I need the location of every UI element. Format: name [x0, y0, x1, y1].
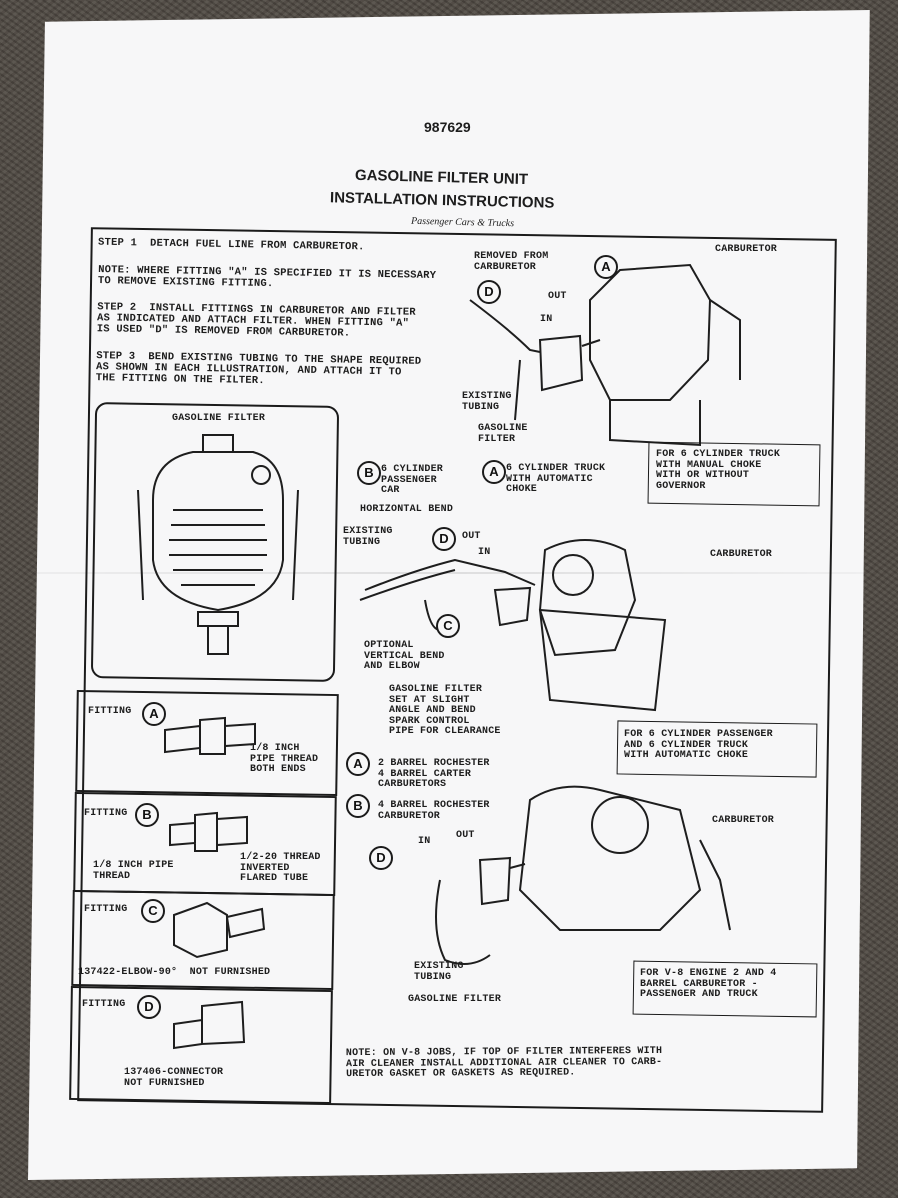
- fitting-a-icon: [164, 716, 256, 755]
- instruction-sheet: [28, 10, 870, 1180]
- fitting-d-icon: [173, 1000, 246, 1050]
- diagram3-circle-b: B: [346, 794, 370, 818]
- fitting-b-desc-right: 1/2-20 THREAD INVERTED FLARED TUBE: [240, 852, 321, 884]
- diagram2-b-label: 6 CYLINDER PASSENGER CAR: [381, 464, 444, 496]
- step-2: STEP 2 INSTALL FITTINGS IN CARBURETOR AN…: [96, 301, 416, 340]
- diagram3-b-label: 4 BARREL ROCHESTER CARBURETOR: [378, 800, 490, 822]
- diagram1-in-label: IN: [540, 314, 553, 325]
- fitting-c-desc: 137422-ELBOW-90° NOT FURNISHED: [78, 967, 271, 978]
- bottom-note: NOTE: ON V-8 JOBS, IF TOP OF FILTER INTE…: [345, 1045, 663, 1081]
- diagram2-carburetor-label: CARBURETOR: [710, 549, 773, 560]
- fitting-b-icon: [169, 811, 248, 852]
- step-3: STEP 3 BEND EXISTING TUBING TO THE SHAPE…: [95, 350, 422, 388]
- carburetor-diagram-2: [359, 539, 667, 712]
- diagram3-carburetor-label: CARBURETOR: [712, 815, 775, 826]
- diagram1-out-label: OUT: [548, 291, 567, 302]
- diagram1-circle-d: D: [477, 280, 501, 304]
- diagram1-circle-a: A: [594, 255, 618, 279]
- carburetor-diagram-1: [469, 263, 741, 447]
- diagram3-a-label: 2 BARREL ROCHESTER 4 BARREL CARTER CARBU…: [378, 758, 490, 790]
- fitting-b-circle: B: [135, 803, 159, 827]
- diagram2-circle-c: C: [436, 614, 460, 638]
- diagram3-in-label: IN: [418, 836, 431, 847]
- diagram2-circle-a: A: [482, 460, 506, 484]
- diagram2-existing-tubing: EXISTING TUBING: [343, 526, 393, 548]
- diagram3-existing-tubing: EXISTING TUBING: [414, 961, 464, 983]
- diagram3-circle-d: D: [369, 846, 393, 870]
- diagram2-optional-label: OPTIONAL VERTICAL BEND AND ELBOW: [364, 640, 445, 672]
- carburetor-diagram-3: [435, 785, 731, 965]
- fitting-d-label: FITTING: [82, 999, 126, 1010]
- diagram1-carburetor-label: CARBURETOR: [715, 244, 778, 255]
- diagram2-circle-b: B: [357, 461, 381, 485]
- fitting-d-desc: 137406-CONNECTOR NOT FURNISHED: [124, 1067, 224, 1089]
- diagram3-circle-a: A: [346, 752, 370, 776]
- fitting-d-circle: D: [137, 995, 161, 1019]
- diagram3-out-label: OUT: [456, 830, 475, 841]
- diagram2-caption: FOR 6 CYLINDER PASSENGER AND 6 CYLINDER …: [624, 729, 773, 761]
- fitting-a-desc: 1/8 INCH PIPE THREAD BOTH ENDS: [250, 743, 319, 775]
- fitting-c-circle: C: [141, 899, 165, 923]
- doc-number: 987629: [424, 119, 471, 135]
- diagram2-circle-d: D: [432, 527, 456, 551]
- diagram2-out-label: OUT: [462, 531, 481, 542]
- diagram2-filter-note: GASOLINE FILTER SET AT SLIGHT ANGLE AND …: [389, 684, 501, 737]
- diagram1-existing-tubing: EXISTING TUBING: [462, 391, 512, 413]
- diagram1-caption: FOR 6 CYLINDER TRUCK WITH MANUAL CHOKE W…: [656, 449, 781, 492]
- fitting-a-circle: A: [142, 702, 166, 726]
- fitting-c-label: FITTING: [84, 904, 128, 915]
- diagram2-horizontal-bend: HORIZONTAL BEND: [360, 504, 454, 515]
- fitting-c-icon: [173, 901, 266, 959]
- diagram1-removed-label: REMOVED FROM CARBURETOR: [474, 251, 549, 273]
- diagram2-a-label: 6 CYLINDER TRUCK WITH AUTOMATIC CHOKE: [506, 463, 606, 495]
- fitting-b-desc-left: 1/8 INCH PIPE THREAD: [93, 860, 174, 882]
- fitting-a-label: FITTING: [88, 706, 132, 717]
- diagram1-gasoline-filter: GASOLINE FILTER: [478, 423, 528, 445]
- filter-box-title: GASOLINE FILTER: [172, 413, 266, 424]
- diagram3-gasoline-filter: GASOLINE FILTER: [408, 994, 502, 1005]
- diagram3-caption: FOR V-8 ENGINE 2 AND 4 BARREL CARBURETOR…: [640, 968, 777, 1000]
- fitting-b-label: FITTING: [84, 808, 128, 819]
- diagram2-in-label: IN: [478, 547, 491, 558]
- gasoline-filter-illustration: [137, 434, 299, 655]
